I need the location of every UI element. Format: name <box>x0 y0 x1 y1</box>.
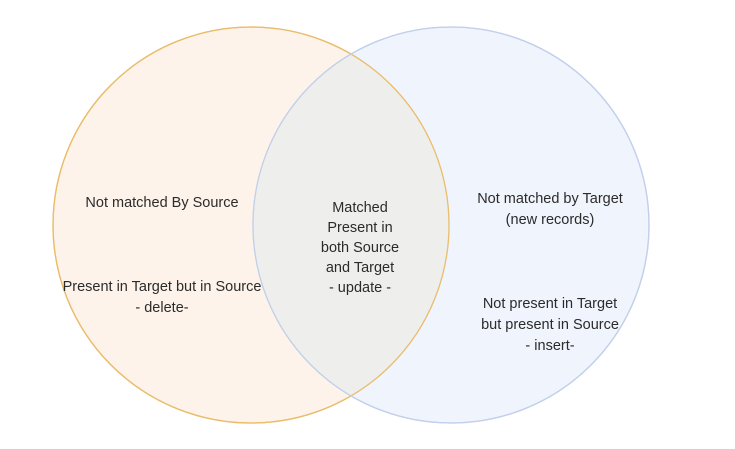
left-set-circle-outline <box>52 26 450 424</box>
right-set-circle-outline <box>252 26 650 424</box>
left-set-spacer <box>52 235 272 256</box>
left-set-heading: Not matched By Source <box>85 195 239 211</box>
intersection-text: Matched Present in both Source and Targe… <box>320 200 400 296</box>
left-set-body: Present in Target but in Source - delete… <box>62 279 262 316</box>
right-set-heading: Not matched by Target (new records) <box>477 191 623 228</box>
right-set-spacer <box>448 252 652 273</box>
intersection-label: Matched Present in both Source and Targe… <box>300 178 420 318</box>
right-set-body: Not present in Target but present in Sou… <box>481 296 619 354</box>
intersection-region <box>253 27 449 423</box>
left-set-label: Not matched By Source Present in Target … <box>52 172 272 340</box>
right-set-label: Not matched by Target (new records) Not … <box>448 168 652 378</box>
